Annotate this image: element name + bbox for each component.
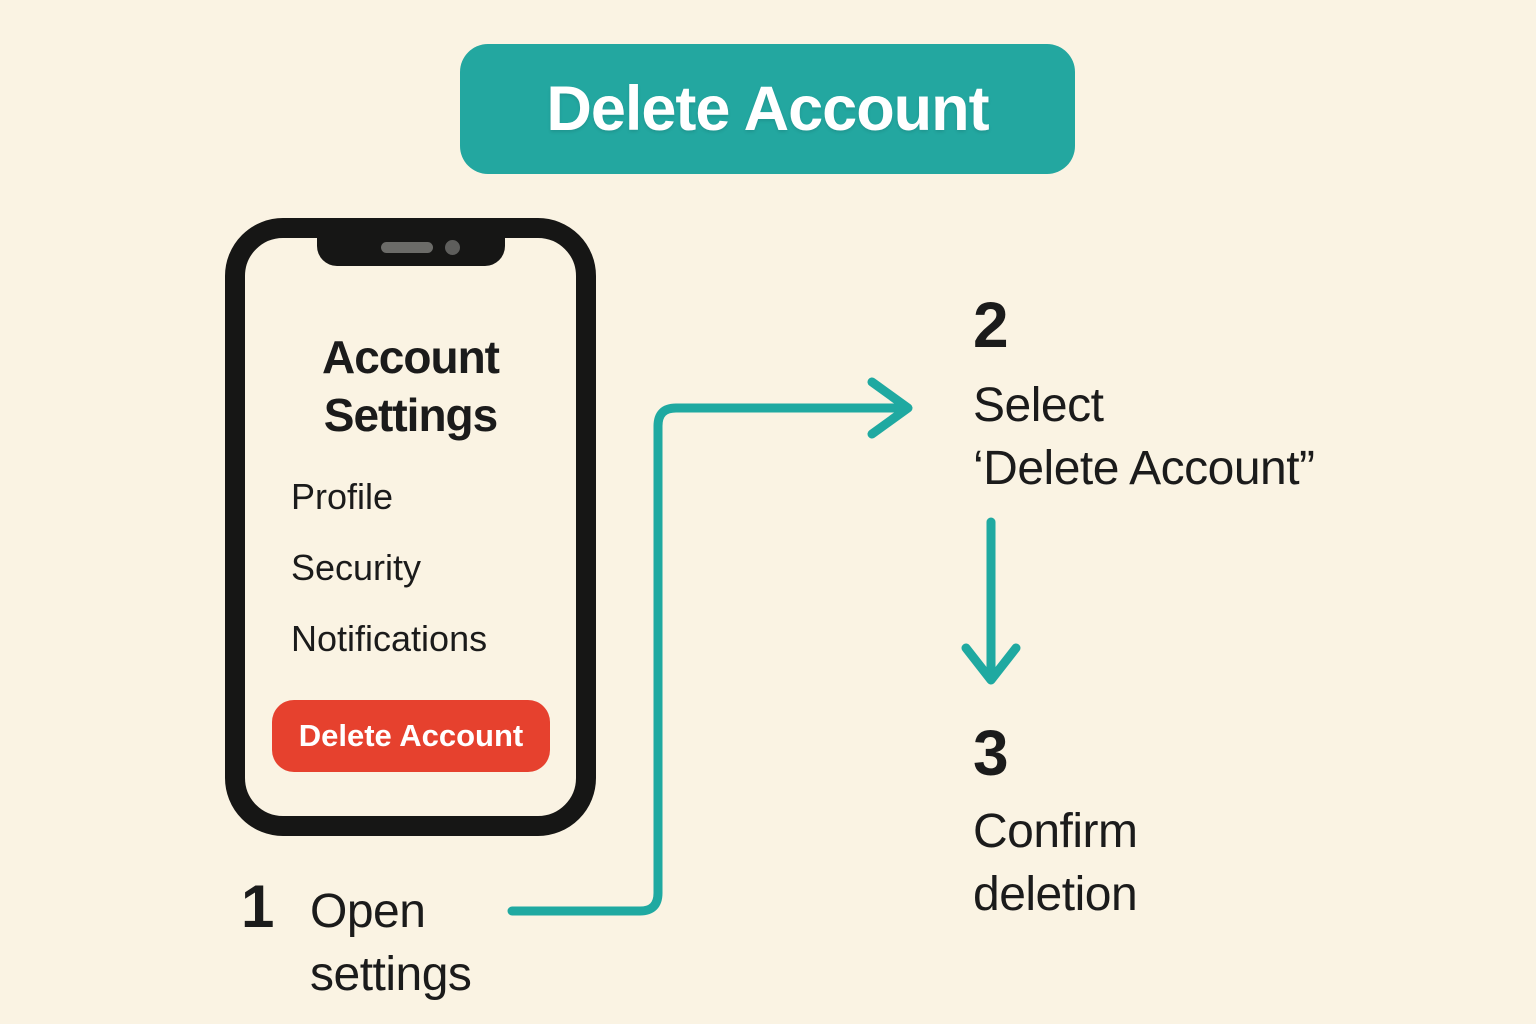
page-title: Delete Account bbox=[546, 74, 989, 144]
delete-account-button[interactable]: Delete Account bbox=[272, 700, 550, 772]
step3-line2: deletion bbox=[973, 868, 1138, 921]
step1-line1: Open bbox=[310, 885, 426, 938]
menu-item-security[interactable]: Security bbox=[291, 547, 422, 588]
step2-line1: Select bbox=[973, 379, 1104, 432]
camera-icon bbox=[444, 240, 460, 255]
header-banner: Delete Account bbox=[460, 44, 1075, 174]
step2-text: Select ‘Delete Account” bbox=[973, 374, 1315, 500]
speaker-icon bbox=[380, 242, 433, 253]
screen-title-line2: Settings bbox=[323, 389, 498, 441]
step3-line1: Confirm bbox=[973, 805, 1138, 858]
step1-line2: settings bbox=[310, 948, 472, 1001]
step1-number: 1 bbox=[241, 873, 274, 940]
step2-number: 2 bbox=[973, 289, 1009, 361]
screen-title: Account Settings bbox=[245, 328, 576, 444]
step1-text: Open settings bbox=[310, 880, 472, 1006]
screen-title-line1: Account bbox=[322, 331, 500, 383]
step3-number: 3 bbox=[973, 717, 1009, 789]
down-arrow-icon bbox=[961, 517, 1021, 685]
step2-line2: ‘Delete Account” bbox=[973, 442, 1315, 495]
menu-item-profile[interactable]: Profile bbox=[291, 476, 394, 517]
phone-illustration: Account Settings Profile Security Notifi… bbox=[225, 218, 596, 836]
menu-item-notifications[interactable]: Notifications bbox=[291, 618, 488, 659]
step3-text: Confirm deletion bbox=[973, 800, 1138, 926]
settings-menu: Profile Security Notifications bbox=[291, 478, 487, 691]
phone-notch bbox=[316, 236, 505, 266]
